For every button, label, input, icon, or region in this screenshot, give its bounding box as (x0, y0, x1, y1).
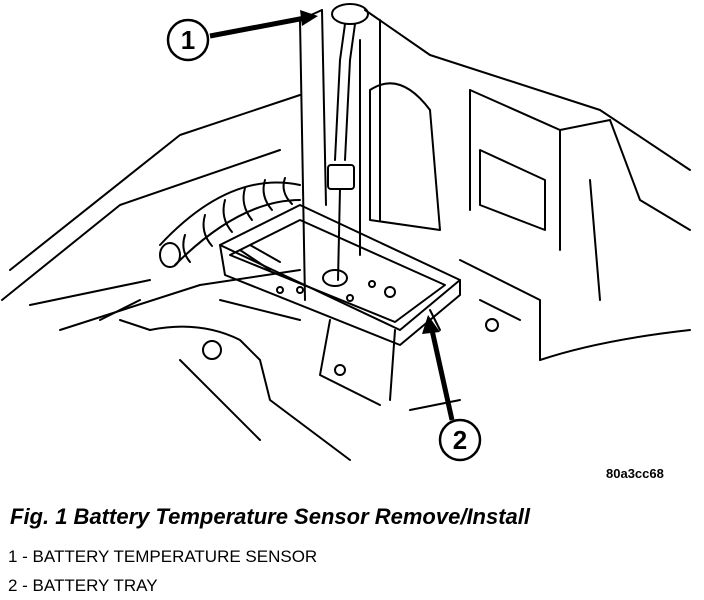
corrugated-hose (159, 177, 301, 268)
figure-caption: Fig. 1 Battery Temperature Sensor Remove… (10, 504, 531, 529)
svg-text:2: 2 (453, 425, 467, 455)
battery-tray (219, 204, 461, 406)
temperature-sensor (327, 3, 369, 281)
lower-structure (119, 299, 499, 461)
figure-code: 80a3cc68 (606, 466, 664, 481)
svg-text:1: 1 (181, 25, 195, 55)
vertical-panel (299, 9, 327, 301)
right-inner-panel (359, 9, 691, 361)
callout-2: 2 (422, 315, 482, 462)
legend-item-2: 2 - BATTERY TRAY (8, 576, 158, 595)
line-drawing: 1 2 80a3cc68 (1, 3, 691, 481)
callout-1: 1 (166, 10, 318, 62)
legend-item-1: 1 - BATTERY TEMPERATURE SENSOR (8, 547, 318, 566)
left-fender-lines (1, 94, 301, 331)
